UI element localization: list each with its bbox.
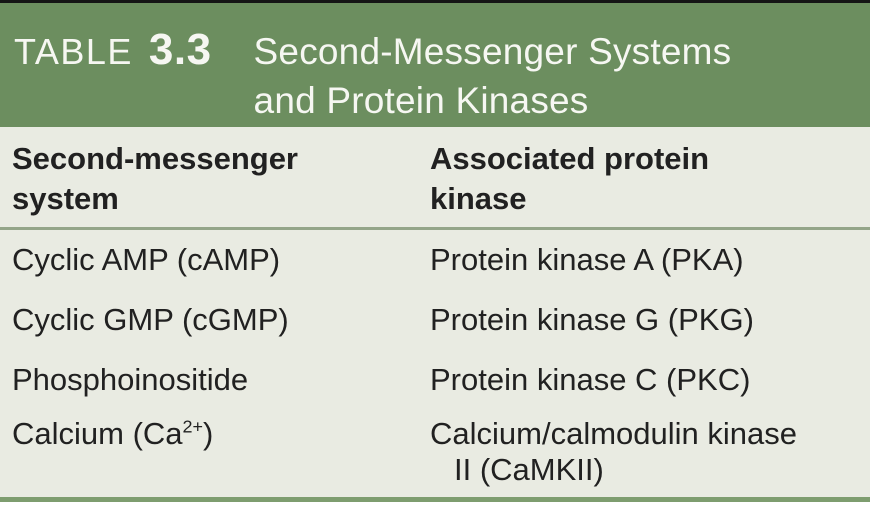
table-title-line1: Second-Messenger Systems	[253, 31, 732, 72]
table-title: Second-Messenger Systems and Protein Kin…	[254, 27, 732, 125]
bottom-border-rule	[0, 497, 870, 502]
column-header-system-line2: system	[12, 181, 119, 216]
table-row-calcium: Calcium (Ca2+) Calcium/calmodulin kinase…	[0, 410, 870, 497]
cell-kinase-line2: II (CaMKII)	[454, 452, 604, 487]
superscript-charge: 2+	[182, 416, 204, 437]
cell-system: Phosphoinositide	[12, 362, 249, 397]
table-row-camp: Cyclic AMP (cAMP) Protein kinase A (PKA)	[0, 230, 870, 290]
table-label: TABLE	[14, 31, 133, 72]
column-header-system-line1: Second-messenger	[12, 141, 298, 176]
cell-system: Cyclic GMP (cGMP)	[12, 302, 289, 337]
bottom-margin	[0, 502, 870, 508]
column-header-kinase: Associated protein kinase	[418, 139, 870, 227]
column-header-row: Second-messenger system Associated prote…	[0, 127, 870, 227]
cell-kinase-line1: Calcium/calmodulin kinase	[430, 416, 797, 451]
table-body: Second-messenger system Associated prote…	[0, 127, 870, 497]
cell-system-text: Calcium (Ca	[12, 416, 183, 451]
table-row-cgmp: Cyclic GMP (cGMP) Protein kinase G (PKG)	[0, 290, 870, 350]
header-separator-rule	[0, 227, 870, 230]
table-number: 3.3	[148, 25, 212, 74]
column-header-kinase-line1: Associated protein	[430, 141, 710, 176]
top-border-rule	[0, 0, 870, 3]
cell-kinase: Calcium/calmodulin kinase II (CaMKII)	[418, 416, 870, 488]
table-header-band: TABLE 3.3 Second-Messenger Systems and P…	[0, 3, 870, 127]
table-title-line2: and Protein Kinases	[253, 80, 589, 121]
column-header-kinase-line2: kinase	[430, 181, 527, 216]
cell-kinase: Protein kinase C (PKC)	[430, 362, 751, 397]
table-row-phosphoinositide: Phosphoinositide Protein kinase C (PKC)	[0, 350, 870, 410]
column-header-system: Second-messenger system	[0, 139, 418, 227]
cell-system: Calcium (Ca2+)	[0, 416, 418, 452]
cell-system: Cyclic AMP (cAMP)	[12, 242, 281, 277]
cell-kinase: Protein kinase G (PKG)	[430, 302, 754, 337]
cell-system-close: )	[203, 416, 214, 451]
cell-kinase: Protein kinase A (PKA)	[430, 242, 744, 277]
